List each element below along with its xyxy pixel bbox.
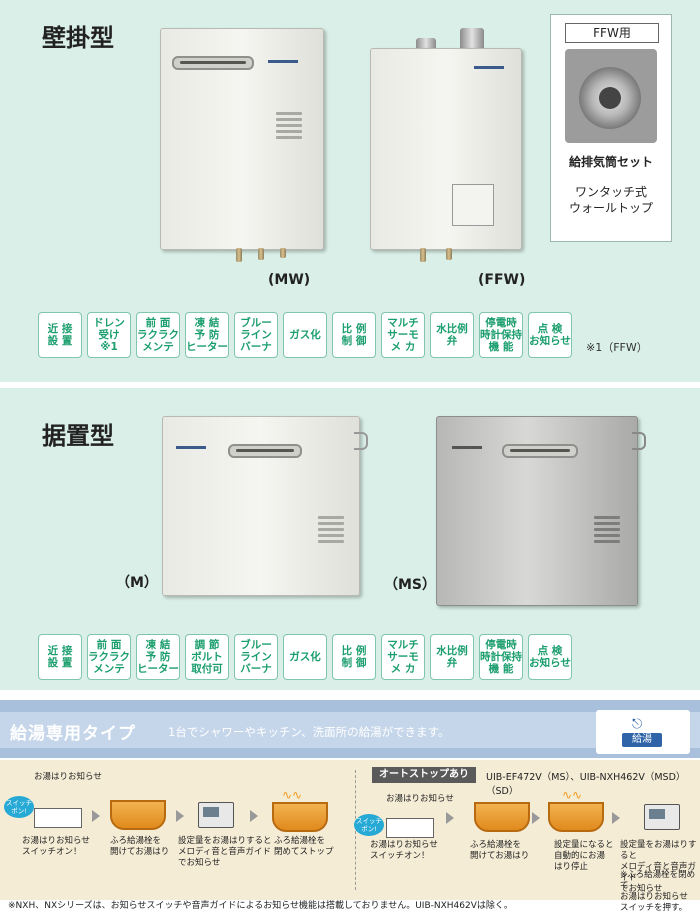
- feature-badge: 凍 結 予 防 ヒーター: [185, 312, 229, 358]
- model-label-m: （M）: [116, 575, 158, 591]
- ffw-tag: FFW用: [565, 23, 659, 43]
- hot-water-banner-inner: [0, 712, 700, 748]
- hot-water-icon-box: [596, 710, 690, 754]
- feature-badge: 凍 結 予 防 ヒーター: [136, 634, 180, 680]
- autostop-label: オートストップあり: [372, 767, 476, 783]
- feature-badge: 水比例 弁: [430, 634, 474, 680]
- step-text: 設定量をお湯はりすると メロディ音と音声ガイド でお知らせ: [178, 836, 272, 868]
- feature-badge: ブルー ライン バーナ: [234, 634, 278, 680]
- arrow-right-icon: [250, 810, 258, 822]
- feature-badge: 停電時 時計保持 機 能: [479, 634, 523, 680]
- autostop-models: UIB-EF472V（MS）、UIB-NXH462V（MSD）（SD）: [486, 772, 686, 797]
- feature-badge: ガス化: [283, 634, 327, 680]
- step-text: お湯はりお知らせ スイッチオン！: [22, 836, 90, 857]
- step-text: ふろ給湯栓を 開けてお湯はり: [110, 836, 170, 857]
- feature-badge: 調 節 ボルト 取付可: [185, 634, 229, 680]
- step-text: 設定量をお湯はりすると メロディ音と音声ガイド でお知らせ: [620, 840, 697, 894]
- bathtub-filling-icon: [110, 800, 166, 830]
- ffw-accessory-name: 給排気筒セット: [568, 155, 653, 169]
- ffw-accessory-inset: FFW用 給排気筒セット ワンタッチ式 ウォールトップ: [550, 14, 672, 242]
- ffw-accessory-desc-2: ウォールトップ: [568, 201, 653, 215]
- arrow-right-icon: [176, 810, 184, 822]
- footer-note: ※NXH、NXシリーズは、お知らせスイッチや音声ガイドによるお知らせ機能は搭載し…: [8, 901, 513, 911]
- feature-badge: 水比例 弁: [430, 312, 474, 358]
- steam-icon: ∿∿: [282, 788, 303, 802]
- hot-water-description: 1台でシャワーやキッチン、洗面所の給湯ができます。: [168, 725, 450, 739]
- feature-badge: 停電時 時計保持 機 能: [479, 312, 523, 358]
- arrow-right-icon: [446, 812, 454, 824]
- step-text: ふろ給湯栓を 閉めてストップ: [274, 836, 334, 857]
- bathtub-full-icon: [272, 802, 328, 832]
- step-text: お湯はりお知らせ: [34, 772, 102, 782]
- feature-badge: 近 接 設 置: [38, 634, 82, 680]
- feature-badge: 点 検 お知らせ: [528, 312, 572, 358]
- step-text: お湯はりお知らせ スイッチオン！: [370, 840, 438, 861]
- feature-badge: マルチ サーモ メ カ: [381, 312, 425, 358]
- model-label-mw: (MW): [268, 272, 311, 288]
- step-note: ※ふろ給湯栓を閉めて お湯はりお知らせ スイッチを押す。: [620, 870, 696, 913]
- feature-badge: 点 検 お知らせ: [528, 634, 572, 680]
- step-text: 設定量になると 自動的にお湯 はり停止: [554, 840, 614, 872]
- switch-bubble: スイッチ ポン!: [4, 796, 34, 818]
- notify-switch-icon: [386, 818, 434, 838]
- steam-icon: ∿∿: [562, 788, 583, 802]
- model-label-ffw: (FFW): [478, 272, 526, 288]
- ffw-accessory-desc-1: ワンタッチ式: [574, 185, 647, 199]
- arrow-right-icon: [612, 812, 620, 824]
- feature-badge: ドレン 受け ※1: [87, 312, 131, 358]
- wall-section-title: 壁掛型: [42, 24, 114, 52]
- remote-control-icon: [198, 802, 234, 828]
- floor-section-title: 据置型: [42, 422, 114, 450]
- hot-water-title: 給湯専用タイプ: [10, 724, 136, 744]
- model-label-ms: （MS）: [384, 577, 437, 593]
- feature-badge: 比 例 制 御: [332, 634, 376, 680]
- wall-top-photo: [565, 49, 657, 143]
- step-text: ふろ給湯栓を 開けてお湯はり: [470, 840, 530, 861]
- bathtub-full-icon: [548, 802, 604, 832]
- remote-control-icon: [644, 804, 680, 830]
- feature-badge: 比 例 制 御: [332, 312, 376, 358]
- feature-badge: ガス化: [283, 312, 327, 358]
- hot-water-icon-label: 給湯: [622, 733, 662, 747]
- arrow-right-icon: [92, 810, 100, 822]
- step-text: お湯はりお知らせ: [386, 794, 454, 804]
- ffw-note: ※1（FFW）: [586, 341, 648, 354]
- feature-badge: ブルー ライン バーナ: [234, 312, 278, 358]
- notify-switch-icon: [34, 808, 82, 828]
- feature-badge: 近 接 設 置: [38, 312, 82, 358]
- bathtub-filling-icon: [474, 802, 530, 832]
- feature-badge: マルチ サーモ メ カ: [381, 634, 425, 680]
- faucet-icon: ⎋: [632, 717, 643, 732]
- feature-badge: 前 面 ラクラク メンテ: [87, 634, 131, 680]
- arrow-right-icon: [532, 812, 540, 824]
- switch-bubble: スイッチ ポン!: [354, 814, 384, 836]
- feature-badge: 前 面 ラクラク メンテ: [136, 312, 180, 358]
